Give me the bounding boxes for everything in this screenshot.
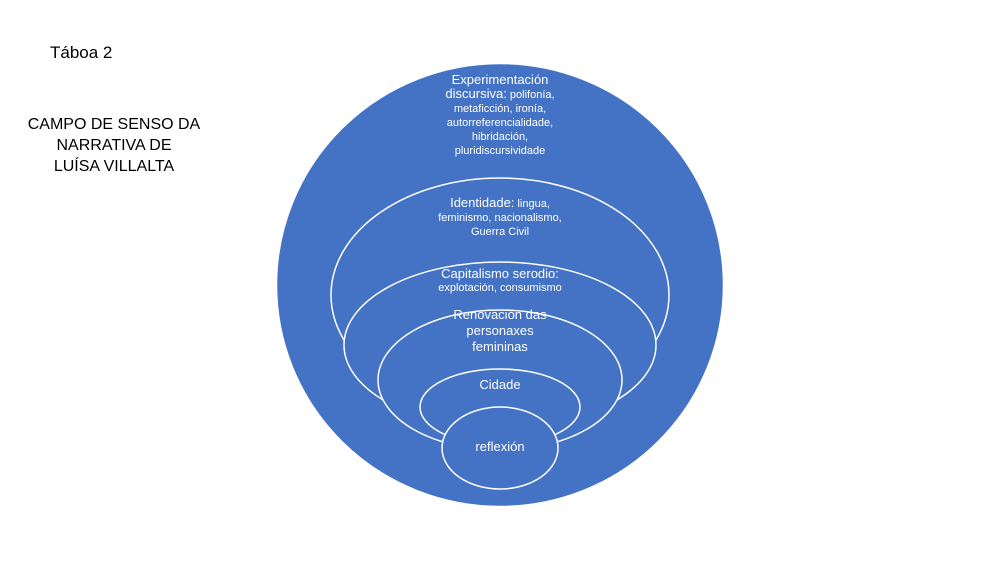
label-mixed-line: Identidade: lingua, [400,196,600,211]
label-capitalismo: Capitalismo serodio: explotación, consum… [400,267,600,295]
label-cidade: Cidade [400,378,600,392]
label-detail-line: polifonía, [509,89,555,101]
label-detail-line: lingua, [517,198,550,210]
label-identidade: Identidade: lingua, feminismo, nacionali… [400,196,600,239]
label-main-line: Capitalismo serodio: [441,266,559,281]
slide-label: Táboa 2 [50,43,113,62]
label-main-line: personaxes [466,323,534,338]
label-detail-line: feminismo, nacionalismo, [438,212,562,224]
label-main-line: Renovación das [453,307,547,322]
label-main-line: Cidade [479,377,521,392]
label-experimentacion: Experimentación discursiva: polifonía, m… [400,73,600,158]
label-detail-line: metaficción, ironía, [453,103,547,115]
circle-reflexion [441,406,559,490]
slide-title: CAMPO DE SENSO DA NARRATIVA DE LUÍSA VIL… [14,114,214,177]
label-mixed-line: discursiva: polifonía, [400,87,600,102]
label-renovacion: Renovación das personaxes femininas [400,307,600,355]
label-main-line: Identidade: [450,195,515,210]
label-detail-line: explotación, consumismo [438,282,562,294]
slide-title-line: LUÍSA VILLALTA [53,158,175,175]
label-detail-line: Guerra Civil [470,226,530,238]
label-detail-line: hibridación, [471,131,529,143]
label-main-line: femininas [472,339,528,354]
slide-title-line: CAMPO DE SENSO DA [27,116,201,133]
label-detail-line: autorreferencialidade, [446,117,554,129]
label-reflexion: reflexión [400,440,600,454]
slide-title-line: NARRATIVA DE [56,137,172,154]
label-detail-line: pluridiscursividade [454,145,546,157]
label-main-line: discursiva: [445,86,507,101]
label-main-line: reflexión [475,439,525,454]
label-main-line: Experimentación [451,72,549,87]
